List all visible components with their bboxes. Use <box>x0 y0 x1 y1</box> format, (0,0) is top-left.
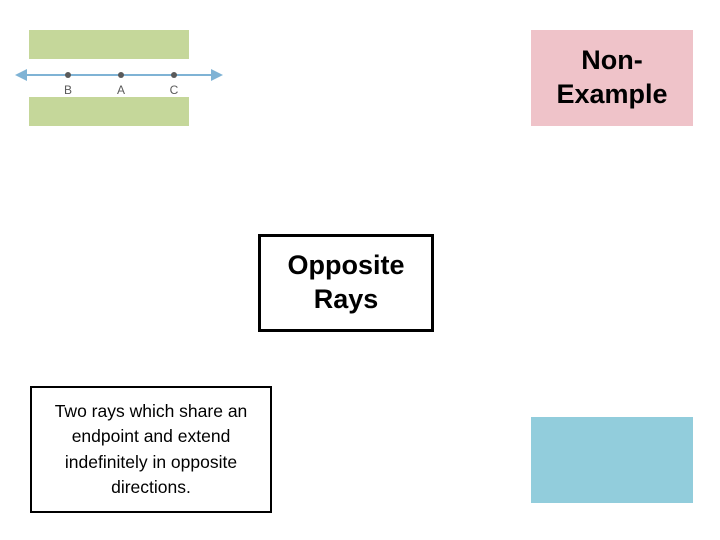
svg-text:B: B <box>64 83 72 97</box>
svg-text:A: A <box>117 83 125 97</box>
definition-box: Two rays which share an endpoint and ext… <box>30 386 272 513</box>
blue-placeholder-block <box>531 417 693 503</box>
svg-text:C: C <box>170 83 179 97</box>
example-band-top <box>29 30 189 59</box>
example-diagram-block: B A C <box>15 30 223 126</box>
example-band-bottom <box>29 97 189 126</box>
definition-text: Two rays which share an endpoint and ext… <box>54 400 248 497</box>
non-example-box: Non-Example <box>531 30 693 126</box>
opposite-rays-diagram: B A C <box>15 69 223 97</box>
non-example-label: Non-Example <box>556 45 668 109</box>
